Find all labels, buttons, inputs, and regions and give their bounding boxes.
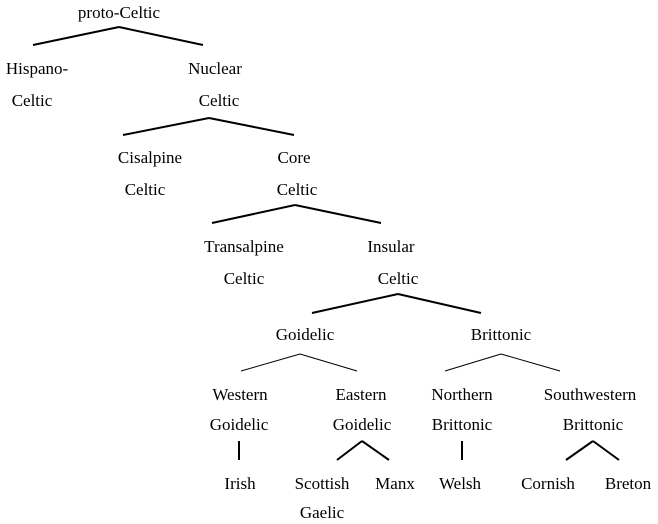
node-cornish: Cornish (521, 474, 575, 493)
edge-proto-nuclear (118, 26, 204, 46)
node-nuclear-celtic-line1: Nuclear (188, 59, 242, 78)
edge-goidelic-western (240, 353, 301, 372)
node-scottish-gaelic-line1: Scottish (294, 474, 350, 493)
node-breton: Breton (604, 474, 652, 493)
edge-eastern-scottish (336, 440, 363, 461)
node-hispano-celtic-line2: Celtic (11, 91, 53, 110)
edge-southwestern-breton (592, 440, 620, 461)
node-cisalpine-celtic-line1: Cisalpine (117, 148, 183, 167)
edge-core-transalpine (211, 204, 296, 224)
node-southwestern-brittonic-line2: Brittonic (562, 415, 624, 434)
node-welsh: Welsh (438, 474, 482, 493)
node-western-goidelic-line1: Western (212, 385, 268, 404)
node-eastern-goidelic-line2: Goidelic (332, 415, 392, 434)
node-southwestern-brittonic-line1: Southwestern (543, 385, 637, 404)
node-eastern-goidelic-line1: Eastern (335, 385, 387, 404)
edge-proto-hispano (32, 26, 120, 46)
edge-insular-goidelic (311, 293, 399, 314)
edge-southwestern-cornish (565, 440, 594, 461)
edge-brittonic-northern (444, 353, 502, 372)
node-core-celtic-line1: Core (277, 148, 311, 167)
edge-core-insular (294, 204, 382, 224)
node-insular-celtic-line1: Insular (367, 237, 415, 256)
node-transalpine-celtic-line2: Celtic (223, 269, 265, 288)
node-nuclear-celtic-line2: Celtic (198, 91, 240, 110)
node-hispano-celtic-line1: Hispano- (5, 59, 69, 78)
node-northern-brittonic-line1: Northern (431, 385, 493, 404)
node-northern-brittonic-line2: Brittonic (431, 415, 493, 434)
edge-nuclear-core (208, 117, 295, 136)
node-irish: Irish (224, 474, 256, 493)
node-goidelic: Goidelic (275, 325, 335, 344)
node-insular-celtic-line2: Celtic (377, 269, 419, 288)
edge-nuclear-cisalpine (122, 117, 210, 136)
edge-insular-brittonic (397, 293, 482, 314)
node-proto-celtic: proto-Celtic (77, 3, 161, 22)
node-manx: Manx (375, 474, 415, 493)
node-transalpine-celtic-line1: Transalpine (204, 237, 284, 256)
node-western-goidelic-line2: Goidelic (209, 415, 269, 434)
edge-goidelic-eastern (299, 353, 358, 372)
edge-brittonic-southwestern (500, 353, 561, 372)
node-scottish-gaelic-line2: Gaelic (299, 503, 345, 522)
node-core-celtic-line2: Celtic (276, 180, 318, 199)
edge-eastern-manx (361, 440, 390, 461)
node-cisalpine-celtic-line2: Celtic (124, 180, 166, 199)
node-brittonic: Brittonic (470, 325, 532, 344)
